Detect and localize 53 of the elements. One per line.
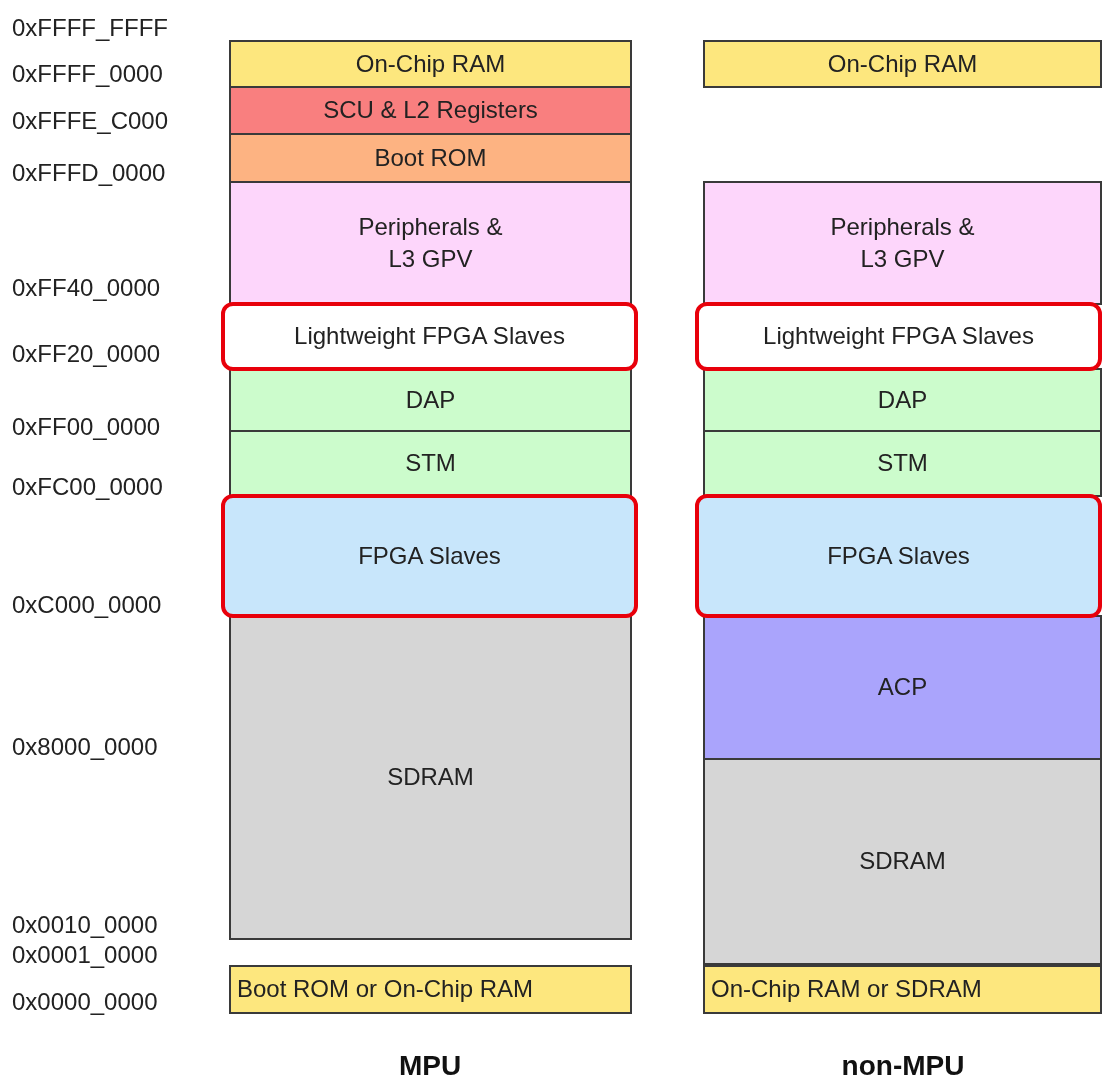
region-name: DAP: [405, 384, 456, 415]
memory-region: [229, 181, 632, 305]
memory-region: [703, 181, 1102, 305]
region-name: STM: [877, 448, 928, 479]
address-label: 0xFF20_0000: [12, 340, 161, 368]
region-name: SDRAM: [859, 846, 946, 877]
highlighted-memory-region: [695, 302, 1102, 371]
memory-region: [703, 615, 1102, 760]
memory-region: [703, 40, 1102, 88]
region-name: ACP: [877, 672, 928, 703]
address-label: 0xFF00_0000: [12, 413, 161, 441]
address-label: 0xFFFF_FFFF: [12, 14, 168, 42]
address-label: 0x0000_0000: [12, 988, 158, 1016]
region-name: On-Chip RAM: [827, 48, 978, 79]
highlighted-memory-region: [221, 494, 638, 618]
address-label: 0xFFFF_0000: [12, 60, 163, 88]
address-label: 0x0001_0000: [12, 941, 158, 969]
address-label: 0x0010_0000: [12, 911, 158, 939]
region-name: SDRAM: [387, 762, 474, 793]
memory-region: [703, 368, 1102, 432]
address-label: 0xFFFE_C000: [12, 107, 169, 135]
region-name: Lightweight FPGA Slaves: [763, 321, 1034, 352]
address-label: 0xC000_0000: [12, 591, 162, 619]
memory-region: [703, 965, 1102, 1014]
memory-region: [229, 40, 632, 88]
memory-region: [229, 368, 632, 432]
column-title: MPU: [398, 1050, 462, 1082]
region-name: SCU & L2 Registers: [323, 95, 538, 126]
region-name: Lightweight FPGA Slaves: [294, 321, 565, 352]
highlighted-memory-region: [221, 302, 638, 371]
region-name: On-Chip RAM or SDRAM: [711, 974, 982, 1005]
highlighted-memory-region: [695, 494, 1102, 618]
memory-region: [703, 758, 1102, 965]
region-name: FPGA Slaves: [827, 540, 970, 571]
address-label: 0xFC00_0000: [12, 473, 163, 501]
region-name: Boot ROM or On-Chip RAM: [237, 974, 534, 1005]
memory-region: [229, 615, 632, 940]
region-name: Boot ROM: [374, 142, 487, 173]
memory-region: [703, 430, 1102, 497]
region-name: Peripherals & L3 GPV: [829, 211, 976, 274]
region-name: On-Chip RAM: [355, 48, 506, 79]
memory-region: [229, 430, 632, 497]
region-name: FPGA Slaves: [358, 540, 501, 571]
region-name: Peripherals & L3 GPV: [357, 211, 504, 274]
region-name: STM: [405, 448, 456, 479]
address-label: 0x8000_0000: [12, 733, 158, 761]
memory-region: [229, 133, 632, 183]
address-label: 0xFFFD_0000: [12, 159, 166, 187]
region-name: DAP: [877, 384, 928, 415]
column-title: non-MPU: [841, 1050, 965, 1082]
address-label: 0xFF40_0000: [12, 274, 161, 302]
memory-region: [229, 965, 632, 1014]
memory-region: [229, 86, 632, 135]
